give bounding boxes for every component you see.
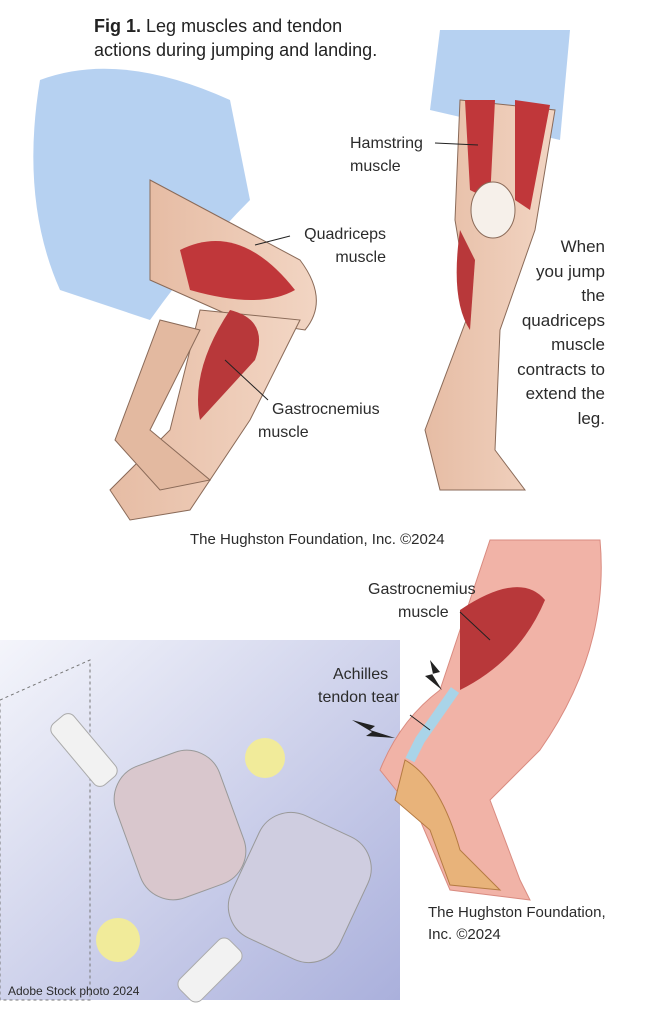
photo-credit: Adobe Stock photo 2024 [8, 984, 140, 998]
label-line: Hamstring [350, 135, 423, 152]
label-hamstring: Hamstring muscle [350, 132, 423, 178]
caption-line-1: Leg muscles and tendon [146, 16, 343, 36]
gastrocnemius-muscle-bottom [460, 587, 545, 690]
knee-joint [470, 181, 516, 239]
note-line: contracts to [517, 359, 605, 379]
label-achilles: Achilles tendon tear [318, 663, 399, 709]
label-quadriceps: Quadriceps muscle [270, 223, 386, 269]
paddle-1 [50, 713, 247, 901]
label-line: muscle [258, 424, 309, 441]
net [0, 659, 91, 1001]
lightning-icon-2 [352, 720, 395, 738]
caption-line-2: actions during jumping and landing. [94, 40, 378, 60]
gastrocnemius-muscle-left [198, 310, 260, 420]
leg-left-back [114, 319, 212, 491]
note-line: muscle [551, 335, 605, 354]
label-line: Achilles [333, 666, 389, 683]
label-gastrocnemius-bottom: Gastrocnemius muscle [368, 578, 476, 624]
lightning-icon-1 [425, 660, 442, 690]
quadriceps-muscle-left [180, 241, 295, 300]
calf-muscle-right [456, 230, 475, 330]
foot-bones [394, 759, 502, 891]
note-line: the [581, 286, 605, 305]
label-line: tendon tear [318, 689, 399, 706]
label-line: muscle [350, 158, 401, 175]
achilles-tendon [405, 687, 460, 763]
note-line: leg. [577, 408, 605, 428]
label-line: muscle [335, 249, 386, 266]
label-line: muscle [398, 604, 449, 621]
credit-top: The Hughston Foundation, Inc. ©2024 [190, 531, 445, 548]
jump-note: When you jump the quadriceps muscle cont… [480, 235, 605, 431]
credit-line: The Hughston Foundation, [428, 904, 606, 921]
figure-caption: Fig 1. Leg muscles and tendon actions du… [94, 14, 377, 62]
label-line: Gastrocnemius [272, 401, 380, 418]
note-line: you jump [536, 261, 605, 281]
label-line: Gastrocnemius [368, 581, 476, 598]
note-line: quadriceps [521, 310, 605, 330]
label-line: Quadriceps [304, 226, 386, 243]
hamstring-muscle-right [465, 100, 550, 210]
figure-number: Fig 1. [94, 16, 142, 36]
pickleball-1 [245, 738, 285, 778]
credit-line: Inc. ©2024 [428, 926, 501, 943]
note-line: When [560, 237, 605, 256]
pickleball-2 [96, 918, 140, 962]
note-line: extend the [525, 384, 605, 403]
label-gastrocnemius-top: Gastrocnemius muscle [258, 398, 380, 444]
paddle-2 [177, 811, 372, 1003]
credit-bottom: The Hughston Foundation, Inc. ©2024 [428, 902, 606, 946]
